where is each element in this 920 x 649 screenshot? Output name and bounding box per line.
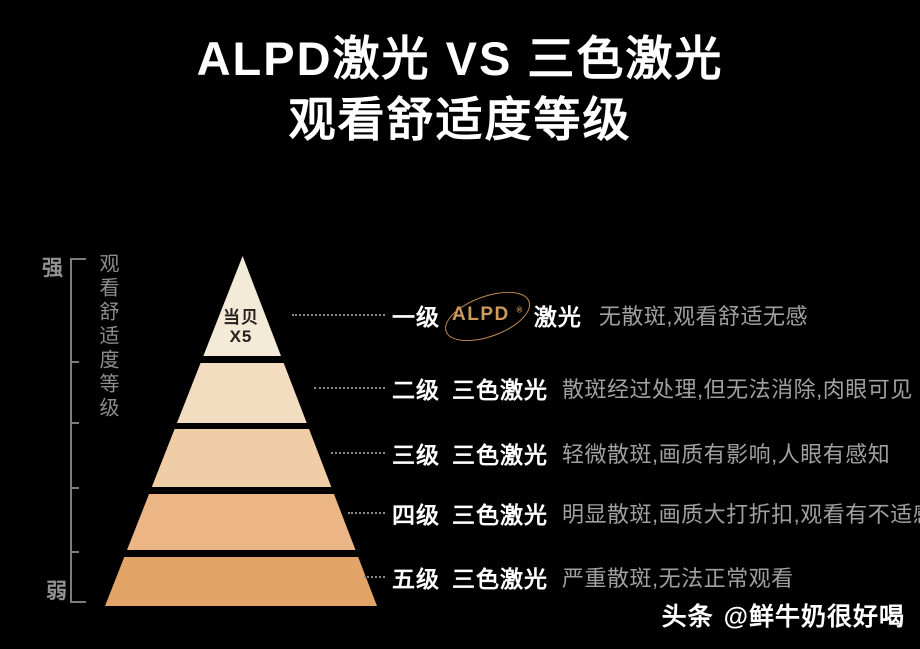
badge-line-2: X5 <box>229 327 253 346</box>
leader-line-3 <box>331 452 385 454</box>
pyramid-level-3 <box>105 429 377 487</box>
axis-tick-3 <box>70 487 79 489</box>
level-1-description: 无散斑,观看舒适无感 <box>598 304 809 329</box>
watermark: 头条 @鲜牛奶很好喝 <box>662 597 905 633</box>
axis-tick-2 <box>70 422 79 424</box>
title-line-2: 观看舒适度等级 <box>288 93 632 146</box>
level-1-label: 激光 <box>533 304 582 330</box>
alpd-wordmark: ALPD <box>452 304 510 325</box>
level-3-description: 轻微散斑,画质有影响,人眼有感知 <box>562 442 891 467</box>
level-1-rank: 一级 <box>392 304 440 330</box>
axis-tick-4 <box>70 551 79 553</box>
level-4-label: 三色激光 <box>452 502 548 528</box>
leader-line-1 <box>292 314 385 316</box>
watermark-platform: 头条 <box>661 603 714 631</box>
axis-tick-1 <box>70 361 79 363</box>
level-5-description: 严重散斑,无法正常观看 <box>562 566 794 591</box>
level-row-5: 五级 三色激光 严重散斑,无法正常观看 <box>392 561 794 593</box>
title-line-1: ALPD激光 VS 三色激光 <box>196 32 724 85</box>
level-3-rank: 三级 <box>392 442 440 468</box>
badge-line-1: 当贝 <box>223 308 259 327</box>
leader-line-4 <box>348 512 385 514</box>
axis-bottom-label: 弱 <box>46 580 67 603</box>
comfort-pyramid: 当贝 X5 <box>105 256 377 606</box>
level-row-3: 三级 三色激光 轻微散斑,画质有影响,人眼有感知 <box>392 437 890 469</box>
pyramid-level-4 <box>105 494 377 550</box>
level-3-label: 三色激光 <box>452 442 548 468</box>
level-5-label: 三色激光 <box>452 566 548 592</box>
level-4-rank: 四级 <box>392 502 440 528</box>
level-2-description: 散斑经过处理,但无法消除,肉眼可见 <box>562 377 913 402</box>
axis-tick-bottom <box>70 601 86 603</box>
level-row-2: 二级 三色激光 散斑经过处理,但无法消除,肉眼可见 <box>392 372 913 404</box>
watermark-account: @鲜牛奶很好喝 <box>723 603 905 631</box>
dangbei-x5-badge: 当贝 X5 <box>223 308 259 346</box>
leader-line-2 <box>314 387 385 389</box>
registered-trademark-mark: ® <box>516 305 524 315</box>
pyramid-level-1: 当贝 X5 <box>105 256 377 356</box>
level-4-description: 明显散斑,画质大打折扣,观看有不适感 <box>562 502 920 527</box>
level-row-4: 四级 三色激光 明显散斑,画质大打折扣,观看有不适感 <box>392 497 920 529</box>
pyramid-level-5 <box>105 557 377 606</box>
main-title: ALPD激光 VS 三色激光 观看舒适度等级 <box>0 28 920 150</box>
level-2-label: 三色激光 <box>452 377 548 403</box>
axis-title-vertical: 观看舒适度等级 <box>96 253 118 421</box>
leader-line-5 <box>364 576 385 578</box>
axis-top-label: 强 <box>42 257 63 280</box>
level-5-rank: 五级 <box>392 566 440 592</box>
pyramid-level-2 <box>105 363 377 423</box>
alpd-logo: ALPD ® <box>438 282 537 351</box>
axis-line <box>70 258 72 603</box>
level-2-rank: 二级 <box>392 377 440 403</box>
level-row-1: 一级 ALPD ® 激光 无散斑,观看舒适无感 <box>392 282 809 351</box>
axis-tick-top <box>70 258 86 260</box>
